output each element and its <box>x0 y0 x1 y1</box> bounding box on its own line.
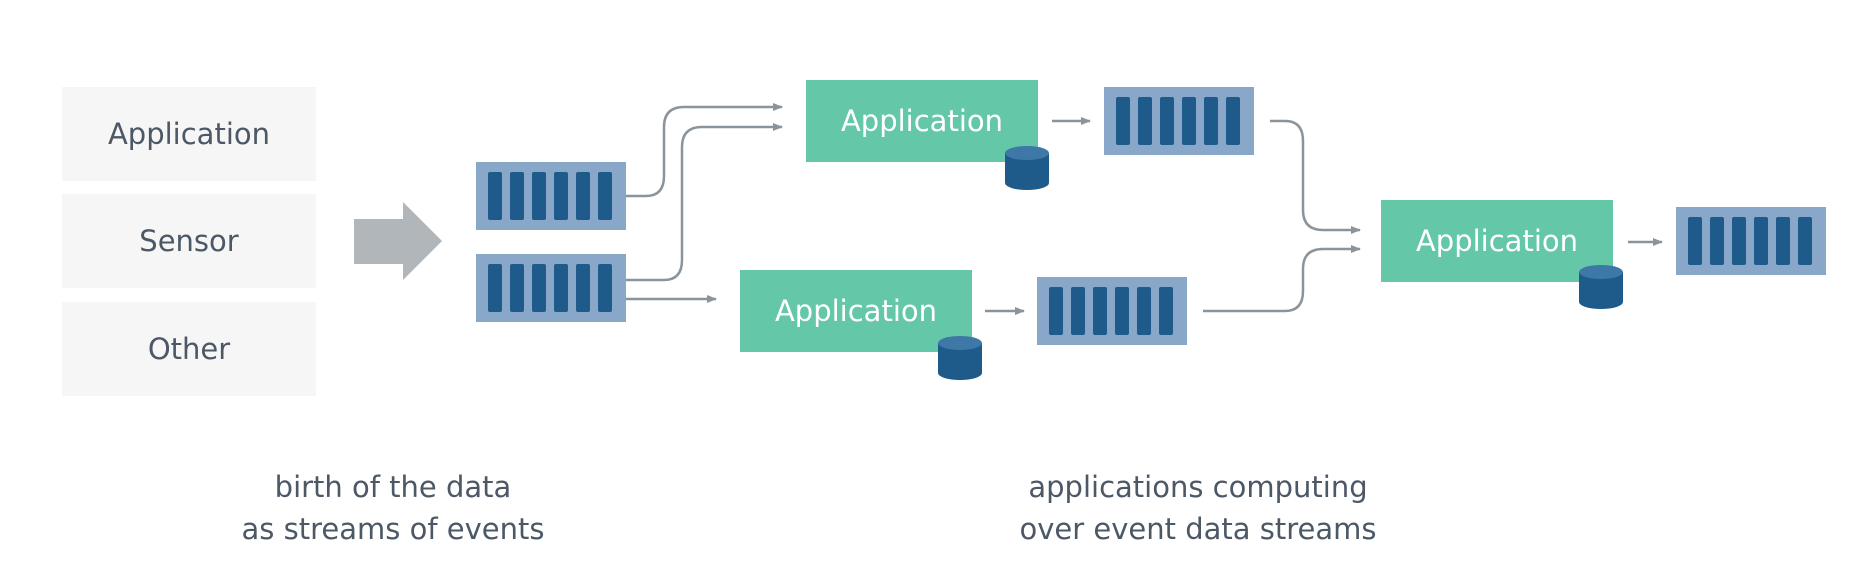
caption-right: applications computing over event data s… <box>968 466 1428 550</box>
event-stream-1 <box>476 162 626 230</box>
application-2-label: Application <box>774 294 938 328</box>
source-application: Application <box>62 87 316 181</box>
caption-left-line2: as streams of events <box>241 512 545 546</box>
big-arrow-icon <box>354 202 442 280</box>
application-1-label: Application <box>840 104 1004 138</box>
source-other-label: Other <box>147 332 231 366</box>
caption-left-line1: birth of the data <box>274 470 512 504</box>
event-stream-3 <box>1104 87 1254 155</box>
application-3-label: Application <box>1415 224 1579 258</box>
application-box-3: Application <box>1381 200 1613 282</box>
event-stream-2 <box>476 254 626 322</box>
connector-stream3-to-app3 <box>1270 119 1361 234</box>
caption-right-line1: applications computing <box>1028 470 1368 504</box>
application-box-1: Application <box>806 80 1038 162</box>
event-stream-4 <box>1037 277 1187 345</box>
source-sensor: Sensor <box>62 194 316 288</box>
application-box-2: Application <box>740 270 972 352</box>
caption-right-line2: over event data streams <box>1019 512 1377 546</box>
connector-stream4-to-app3 <box>1203 245 1361 313</box>
caption-left: birth of the data as streams of events <box>163 466 623 550</box>
connector-stream1-to-app1 <box>626 103 783 198</box>
source-application-label: Application <box>107 117 271 151</box>
event-stream-5 <box>1676 207 1826 275</box>
source-other: Other <box>62 302 316 396</box>
source-sensor-label: Sensor <box>139 224 239 258</box>
connector-stream2-to-app1 <box>626 123 783 282</box>
